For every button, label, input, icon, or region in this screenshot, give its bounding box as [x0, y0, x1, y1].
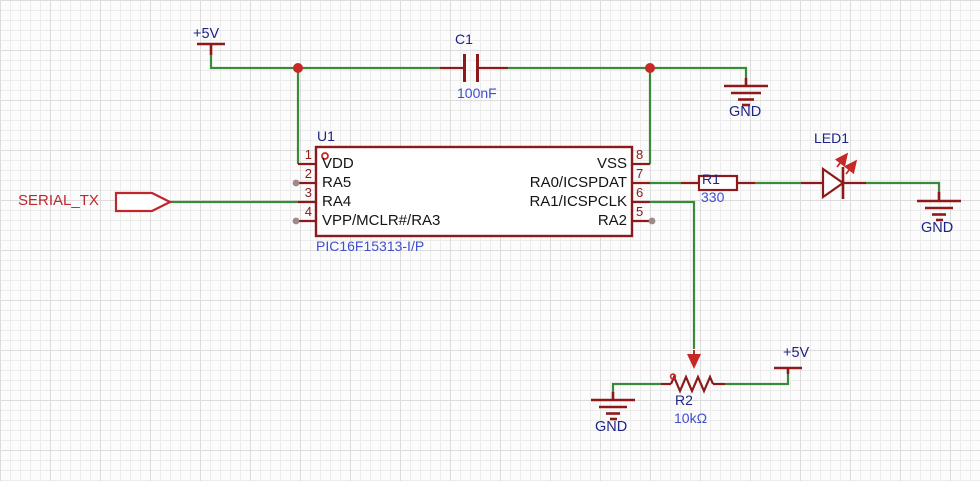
pin-number-7: 7	[636, 166, 644, 181]
vcc-symbol-bottom[interactable]	[774, 366, 802, 374]
ic-body[interactable]	[314, 145, 634, 238]
wire-pot-to-gnd[interactable]	[611, 382, 661, 392]
pin-number-2: 2	[304, 166, 312, 181]
gnd-symbol-top-right[interactable]	[724, 78, 768, 107]
gnd-symbol-bottom-left[interactable]	[591, 392, 635, 421]
pin-name-ra0-icspdat: RA0/ICSPDAT	[529, 174, 627, 191]
wire-vcc-rail-left[interactable]	[209, 55, 440, 70]
pin-number-4: 4	[304, 204, 312, 219]
resistor-value: 330	[701, 189, 725, 205]
pin-name-ra5: RA5	[322, 174, 352, 191]
wire-pot-to-vcc[interactable]	[725, 374, 790, 386]
serial-tx-label: SERIAL_TX	[18, 192, 99, 209]
ic-part: PIC16F15313-I/P	[316, 238, 425, 254]
pin-number-6: 6	[636, 185, 644, 200]
pin-number-8: 8	[636, 147, 644, 162]
pin-name-vss: VSS	[596, 155, 627, 172]
capacitor-symbol[interactable]	[440, 54, 508, 82]
pin-name-ra4: RA4	[322, 193, 352, 210]
pin-name-vpp-mclr-ra3: VPP/MCLR#/RA3	[322, 212, 441, 229]
vcc-symbol-top[interactable]	[197, 42, 225, 55]
resistor-ref: R1	[702, 171, 720, 187]
gnd-label-bottom: GND	[595, 419, 628, 435]
wire-led-to-gnd[interactable]	[866, 181, 941, 192]
wire-gnd-rail-right[interactable]	[508, 66, 748, 78]
wire-pin6-to-pot[interactable]	[650, 200, 696, 349]
led-ref: LED1	[814, 130, 850, 146]
pin-number-3: 3	[304, 185, 312, 200]
ic-pin-stubs	[298, 162, 650, 223]
potentiometer-ref: R2	[675, 392, 693, 408]
pin-name-ra2: RA2	[597, 212, 627, 229]
pot-pin1-indicator-icon	[669, 373, 677, 380]
pin1-indicator-icon	[321, 152, 329, 160]
wires[interactable]	[170, 55, 941, 392]
vcc-label-bottom: +5V	[783, 345, 810, 361]
net-flag-icon	[114, 191, 173, 213]
potentiometer-symbol[interactable]	[661, 350, 725, 394]
capacitor-value: 100nF	[457, 85, 497, 101]
led-emission-arrows-icon	[834, 152, 858, 175]
gnd-symbol-led[interactable]	[917, 192, 961, 222]
gnd-label-top-right: GND	[729, 104, 762, 120]
junction-dot	[645, 63, 655, 73]
pin-number-5: 5	[636, 204, 644, 219]
ic-symbol[interactable]	[298, 145, 650, 238]
junction-dot	[293, 63, 303, 73]
nc-pin-dot	[292, 179, 300, 187]
ic-ref: U1	[317, 128, 335, 144]
nc-pin-dot	[292, 217, 300, 225]
pin-name-ra1-icspclk: RA1/ICSPCLK	[529, 193, 627, 210]
nc-pin-dot	[648, 217, 656, 225]
resistor-symbol[interactable]	[681, 174, 755, 192]
serial-tx-port[interactable]	[114, 191, 173, 213]
pin-name-vdd: VDD	[322, 155, 354, 172]
vcc-label-top: +5V	[193, 26, 220, 42]
led-symbol[interactable]	[801, 152, 866, 200]
pin-number-1: 1	[304, 147, 312, 162]
pot-zigzag	[669, 374, 715, 394]
potentiometer-value: 10kΩ	[674, 410, 708, 426]
capacitor-ref: C1	[455, 31, 473, 47]
gnd-label-led: GND	[921, 220, 954, 236]
